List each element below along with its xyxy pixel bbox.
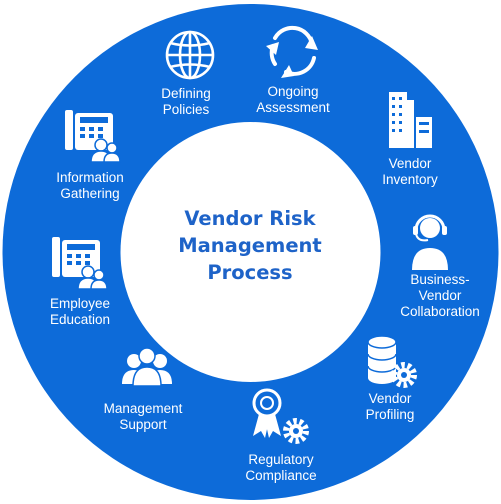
award-gear-icon bbox=[252, 388, 309, 444]
step-label-vendor-profiling: Vendor Profiling bbox=[365, 391, 415, 422]
headset-agent-icon bbox=[412, 214, 448, 270]
globe-icon bbox=[165, 30, 215, 80]
step-label-ongoing-assessment: Ongoing Assessment bbox=[256, 84, 330, 115]
user-group-icon bbox=[122, 347, 172, 387]
phone-users-icon bbox=[52, 237, 108, 290]
step-label-regulatory-compliance: Regulatory Compliance bbox=[245, 452, 317, 483]
database-gear-icon bbox=[367, 335, 417, 388]
step-label-vendor-inventory: Vendor Inventory bbox=[382, 156, 438, 187]
buildings-icon bbox=[389, 92, 432, 148]
step-label-defining-policies: Defining Policies bbox=[161, 86, 211, 117]
step-label-management-support: Management Support bbox=[103, 401, 183, 432]
center-title-line: Vendor Risk bbox=[184, 207, 316, 230]
step-label-business-vendor-collaboration: Business- Vendor Collaboration bbox=[400, 272, 480, 319]
center-title-line: Process bbox=[207, 261, 293, 284]
refresh-cycle-icon bbox=[266, 25, 318, 78]
phone-users-icon bbox=[65, 110, 121, 163]
step-label-employee-education: Employee Education bbox=[49, 296, 111, 327]
center-title: Vendor Risk Management Process bbox=[150, 205, 350, 286]
step-label-information-gathering: Information Gathering bbox=[56, 170, 124, 201]
center-title-line: Management bbox=[178, 234, 322, 257]
center-circle bbox=[120, 122, 381, 382]
